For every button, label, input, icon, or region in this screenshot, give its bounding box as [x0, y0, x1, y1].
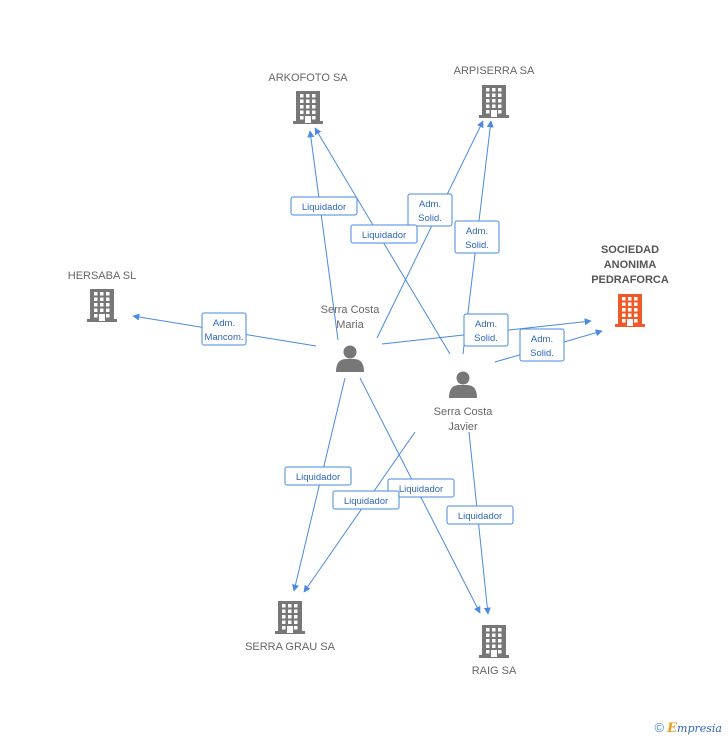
edge-label-text: Solid. — [530, 348, 554, 359]
edge-label-box — [284, 466, 352, 486]
edge-javier-serragrau — [303, 431, 416, 593]
person-label: Maria — [336, 319, 364, 331]
person-icon — [449, 371, 477, 398]
edge-label-maria-raig[interactable]: Liquidador — [387, 478, 455, 498]
edge-label-maria-arkofoto[interactable]: Liquidador — [290, 196, 358, 216]
building-icon — [479, 85, 509, 118]
edge-label-javier-serragrau[interactable]: Liquidador — [332, 490, 400, 510]
edge-label-javier-arkofoto[interactable]: Liquidador — [350, 224, 418, 244]
company-node-raig[interactable]: RAIG SA — [472, 625, 517, 677]
person-label: Javier — [448, 421, 478, 433]
company-node-arpiserra[interactable]: ARPISERRA SA — [454, 65, 535, 118]
edge-label-box — [290, 196, 358, 216]
edge-label-box — [350, 224, 418, 244]
edge-label-text: Mancom. — [204, 332, 243, 343]
edge-label-javier-raig[interactable]: Liquidador — [446, 505, 514, 525]
edge-label-text: Liquidador — [399, 484, 443, 495]
person-icon — [336, 345, 364, 372]
edge-label-text: Liquidador — [458, 511, 502, 522]
edge-label-maria-hersaba[interactable]: Adm. Mancom. — [201, 312, 247, 346]
edge-label-text: Adm. — [213, 318, 235, 329]
edge-label-maria-arpiserra[interactable]: Adm. Solid. — [407, 193, 453, 227]
building-icon — [615, 294, 645, 327]
building-icon — [87, 289, 117, 322]
building-icon — [293, 91, 323, 124]
edge-label-box — [201, 312, 247, 346]
company-label: SOCIEDAD — [601, 244, 659, 256]
edge-label-box — [446, 505, 514, 525]
edge-maria-arkofoto — [307, 130, 339, 341]
company-node-pedraforca[interactable]: SOCIEDAD ANONIMA PEDRAFORCA — [591, 244, 669, 327]
edge-label-box — [463, 313, 509, 347]
edge-label-box — [454, 220, 500, 254]
edge-label-text: Adm. — [475, 319, 497, 330]
edge-label-text: Adm. — [466, 226, 488, 237]
brand-footer[interactable]: © Empresia — [654, 720, 722, 736]
company-label: ANONIMA — [604, 259, 657, 271]
company-node-hersaba[interactable]: HERSABA SL — [68, 270, 136, 322]
edge-label-text: Adm. — [531, 334, 553, 345]
building-icon — [275, 601, 305, 634]
edge-label-text: Solid. — [474, 333, 498, 344]
edge-label-text: Adm. — [419, 199, 441, 210]
edge-label-text: Liquidador — [296, 472, 340, 483]
edge-label-text: Liquidador — [344, 496, 388, 507]
edge-label-text: Liquidador — [362, 230, 406, 241]
edge-label-maria-serragrau[interactable]: Liquidador — [284, 466, 352, 486]
edge-label-box — [387, 478, 455, 498]
copyright-icon: © — [654, 720, 665, 735]
edge-label-javier-arpiserra[interactable]: Adm. Solid. — [454, 220, 500, 254]
edge-label-maria-pedraforca[interactable]: Adm. Solid. — [463, 313, 509, 347]
building-icon — [479, 625, 509, 658]
edge-label-text: Solid. — [465, 240, 489, 251]
edge-label-box — [407, 193, 453, 227]
edge-label-text: Liquidador — [302, 202, 346, 213]
person-label: Serra Costa — [321, 304, 381, 316]
brand-logo-initial: E — [667, 721, 678, 736]
company-node-arkofoto[interactable]: ARKOFOTO SA — [268, 72, 348, 124]
company-label: ARPISERRA SA — [454, 65, 535, 77]
edge-label-text: Solid. — [418, 213, 442, 224]
company-label: PEDRAFORCA — [591, 274, 669, 286]
brand-logo-text: mpresia — [677, 722, 722, 735]
edge-label-box — [519, 328, 565, 362]
edge-label-javier-pedraforca[interactable]: Adm. Solid. — [519, 328, 565, 362]
company-label: RAIG SA — [472, 665, 517, 677]
company-label: SERRA GRAU SA — [245, 641, 336, 653]
company-label: HERSABA SL — [68, 270, 136, 282]
edge-maria-arpiserra — [376, 120, 484, 339]
company-node-serragrau[interactable]: SERRA GRAU SA — [245, 601, 336, 653]
person-label: Serra Costa — [434, 406, 494, 418]
edge-label-box — [332, 490, 400, 510]
company-label: ARKOFOTO SA — [268, 72, 348, 84]
